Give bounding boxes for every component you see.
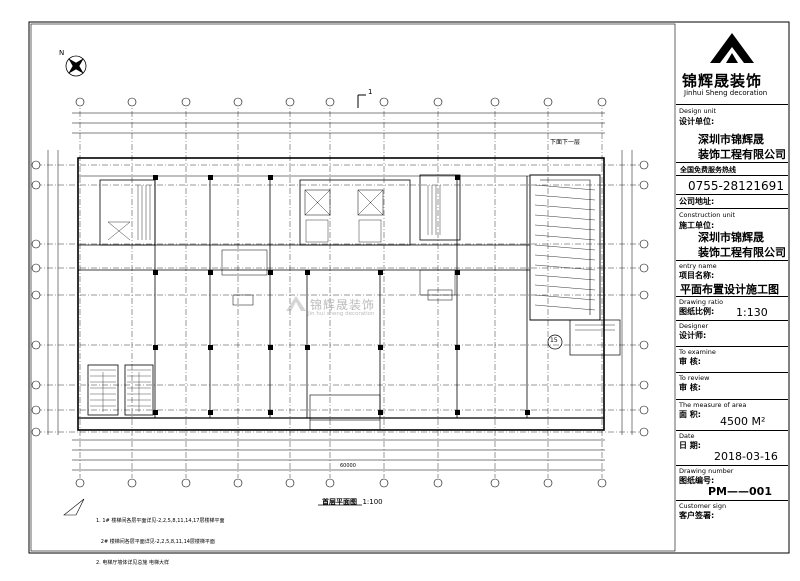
designer-cn: 设计师:: [679, 331, 707, 340]
review-cn: 审 核:: [679, 383, 701, 392]
customer-sign-cn: 客户签署:: [679, 511, 715, 520]
overall-dimension: 60000: [340, 463, 356, 469]
north-arrow-icon: N: [59, 49, 87, 77]
ramp-hatch: [529, 174, 601, 321]
floor-plan-sheet: N: [28, 21, 790, 554]
date-cn: 日 期:: [679, 441, 701, 450]
drawing-number-en: Drawing number: [679, 467, 734, 475]
room-number: 15: [550, 337, 558, 344]
watermark-text-cn: 锦辉晟装饰: [310, 298, 376, 312]
design-unit-value-2: 装饰工程有限公司: [698, 148, 786, 161]
grid-bubbles-top: [75, 97, 607, 107]
entry-name-cn: 项目名称:: [679, 271, 715, 280]
construction-unit-cn: 施工单位:: [679, 221, 715, 230]
customer-sign-en: Customer sign: [679, 502, 727, 510]
sheet-border: [28, 21, 790, 554]
construction-unit-value-2: 装饰工程有限公司: [698, 246, 786, 259]
note-line: 2. 电梯厅墙体详见总施 电梯大样: [96, 560, 169, 566]
examine-en: To examine: [679, 348, 716, 356]
note-line: 1. 1# 楼梯间各层平面详见-2,2,5,8,11,14,17层楼梯平面: [96, 518, 225, 524]
date-en: Date: [679, 432, 695, 440]
floor-plan: [36, 94, 640, 478]
phone-number: 0755-28121691: [688, 179, 784, 193]
grid-bubbles-bottom: [75, 478, 607, 488]
drawing-ratio-value: 1:130: [736, 306, 768, 319]
notes-block: 1. 1# 楼梯间各层平面详见-2,2,5,8,11,14,17层楼梯平面 2#…: [96, 504, 224, 581]
note-line: 2# 楼梯间各层平面详见-2,2,5,8,11,14层楼梯平面: [96, 539, 215, 545]
design-unit-en: Design unit: [679, 107, 717, 115]
company-logo-icon: [710, 33, 754, 63]
drawing-ratio-en: Drawing ratio: [679, 298, 724, 306]
drawing-ratio-cn: 图纸比例:: [679, 307, 715, 316]
area-en: The measure of area: [679, 401, 747, 409]
hotline-label: 全国免费服务热线: [680, 166, 736, 174]
watermark-logo-icon: [286, 296, 306, 311]
stair-note: 下面下一层: [550, 139, 581, 146]
area-cn: 面 积:: [679, 410, 701, 419]
drawing-area-border: [30, 23, 676, 552]
construction-unit-value-1: 深圳市锦辉晟: [698, 231, 764, 244]
grid-bubbles-sides: [31, 160, 649, 437]
section-mark-label: 1: [368, 88, 373, 96]
notes-arrow-icon: [63, 498, 85, 516]
drawing-title: 首层平面图 1:100: [322, 497, 383, 507]
review-en: To review: [679, 374, 710, 382]
drawing-title-text: 首层平面图: [322, 498, 357, 506]
design-unit-cn: 设计单位:: [679, 117, 715, 126]
svg-text:N: N: [59, 49, 64, 57]
construction-unit-en: Construction unit: [679, 211, 736, 219]
drawing-number-cn: 图纸编号:: [679, 476, 715, 485]
designer-en: Designer: [679, 322, 709, 330]
title-block: 锦辉晟装饰 Jinhui Sheng decoration Design uni…: [676, 22, 788, 553]
design-unit-value-1: 深圳市锦辉晟: [698, 133, 764, 146]
drawing-number-value: PM——001: [708, 485, 772, 498]
company-logo-en: Jinhui Sheng decoration: [684, 89, 768, 97]
entry-name-en: entry name: [679, 262, 717, 270]
date-value: 2018-03-16: [714, 450, 778, 463]
examine-cn: 审 核:: [679, 357, 701, 366]
drawing-scale: 1:100: [362, 498, 383, 506]
entry-name-value: 平面布置设计施工图: [680, 283, 779, 296]
unit-address-label: 公司地址:: [679, 197, 715, 206]
watermark-text-en: Jin hui sheng decoration: [308, 311, 375, 317]
area-value: 4500 M²: [720, 415, 766, 428]
company-logo-cn: 锦辉晟装饰: [682, 72, 763, 90]
